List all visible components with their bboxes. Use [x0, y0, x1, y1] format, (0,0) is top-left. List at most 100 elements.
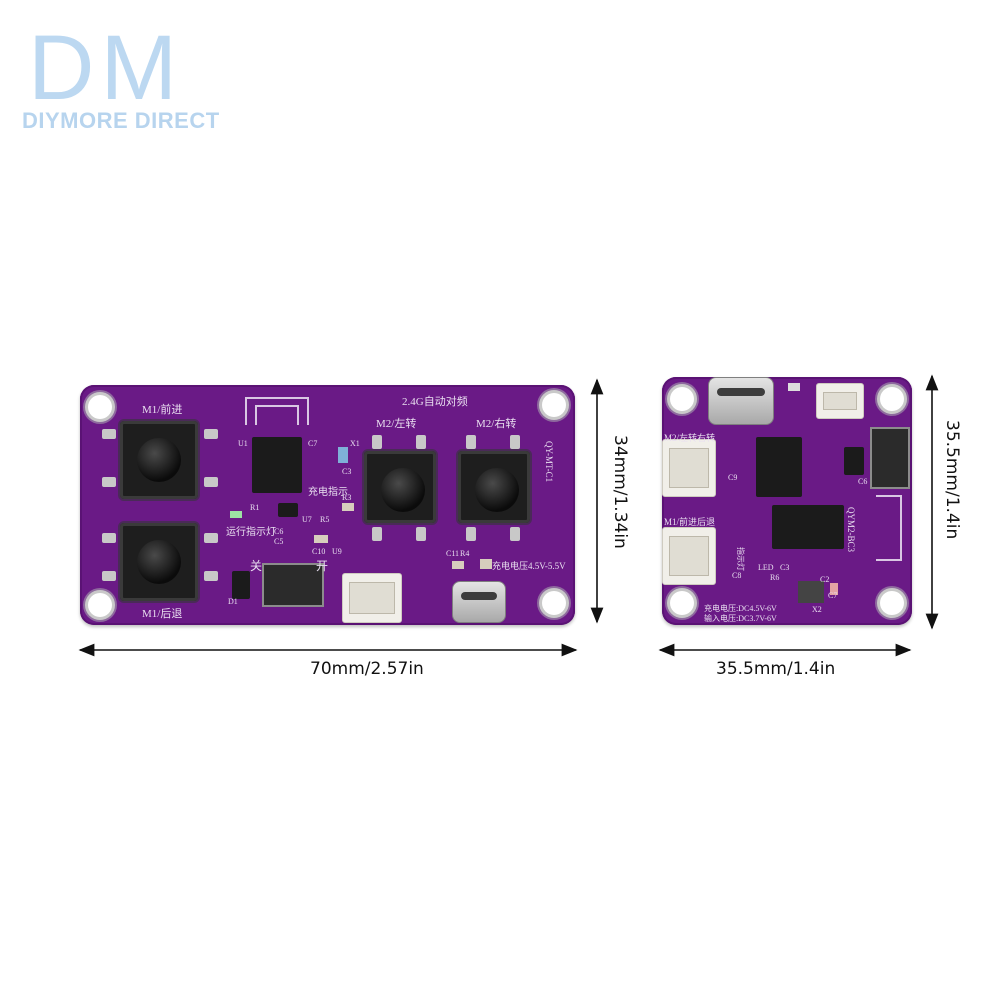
mount-hole [880, 591, 904, 615]
m1-forward-button [120, 421, 198, 499]
smd-component [342, 503, 354, 511]
m2-left-button [364, 451, 436, 523]
right-height-label: 35.5mm/1.4in [942, 420, 962, 540]
silk-c8: C8 [732, 571, 742, 580]
silk-led: LED [758, 563, 774, 572]
button-pin [102, 533, 116, 543]
smd-component [452, 561, 464, 569]
button-pin [204, 533, 218, 543]
button-pin [102, 571, 116, 581]
smd-component [830, 583, 838, 595]
silk-m2-turn: M2/左转右转 [664, 433, 716, 443]
small-chip [844, 447, 864, 475]
silk-r4: R4 [460, 549, 470, 558]
button-pin [372, 435, 382, 449]
silk-c3: C3 [342, 467, 352, 476]
silk-off: 关 [250, 559, 263, 573]
button-pin [510, 527, 520, 541]
usb-c-port [452, 581, 506, 623]
silk-input-voltage: 输入电压:DC3.7V-6V [704, 614, 777, 623]
mcu-chip [756, 437, 802, 497]
mount-hole [670, 591, 694, 615]
button-pin [204, 477, 218, 487]
m1-motor-connector [662, 527, 716, 585]
silk-model: QYM2-BC3 [846, 507, 856, 553]
button-pin [416, 435, 426, 449]
button-pin [204, 571, 218, 581]
silk-c10: C10 [312, 547, 326, 556]
silk-r3: R3 [342, 493, 352, 502]
silk-model: QY-MT-C1 [544, 441, 554, 483]
silk-u1: U1 [238, 439, 248, 448]
crystal-x1 [338, 447, 348, 463]
brand-logo-text: DIYMORE DIRECT [22, 108, 220, 133]
mount-hole [880, 387, 904, 411]
silk-charge-voltage: 充电电压:DC4.5V-6V [704, 604, 777, 613]
silk-pairing: 2.4G自动对频 [402, 396, 468, 408]
silk-m1-back: M1/后退 [142, 608, 183, 620]
silk-run-indicator: 运行指示灯 [226, 527, 276, 538]
silk-c5: C5 [274, 537, 284, 546]
silk-c7: C7 [828, 591, 838, 600]
u1-chip [252, 437, 302, 493]
power-slide-switch [870, 427, 910, 489]
silk-c9: C9 [728, 473, 738, 482]
silk-m1-move: M1/前进后退 [664, 517, 716, 527]
d1-chip [232, 571, 250, 599]
button-pin [102, 429, 116, 439]
smd-component [314, 535, 328, 543]
m1-back-button [120, 523, 198, 601]
silk-c7: C7 [308, 439, 318, 448]
left-height-label: 34mm/1.34in [610, 435, 630, 549]
silk-r6: R6 [770, 573, 780, 582]
silk-c2: C2 [820, 575, 830, 584]
small-connector [816, 383, 864, 419]
m2-right-button [458, 451, 530, 523]
mount-hole [88, 395, 112, 419]
left-width-label: 70mm/2.57in [310, 659, 424, 679]
button-pin [204, 429, 218, 439]
silk-m1-forward: M1/前进 [142, 404, 183, 416]
pcb-antenna [245, 397, 309, 425]
m2-motor-connector [662, 439, 716, 497]
silk-indicator: 指示灯 [736, 547, 745, 571]
mount-hole [88, 593, 112, 617]
button-pin [102, 477, 116, 487]
silk-r5: R5 [320, 515, 330, 524]
smd-component [480, 559, 492, 569]
silk-on: 开 [316, 559, 329, 573]
silk-u7: U7 [302, 515, 312, 524]
right-pcb-board: M2/左转右转 M1/前进后退 充电电压:DC4.5V-6V 输入电压:DC3.… [662, 377, 912, 625]
led [788, 383, 800, 391]
brand-logo-dm: DM [28, 17, 184, 119]
silk-c6: C6 [858, 477, 868, 486]
run-led [230, 511, 242, 518]
crystal-x2 [798, 581, 824, 603]
button-pin [416, 527, 426, 541]
silk-m2-right: M2/右转 [476, 418, 517, 430]
pcb-antenna [255, 405, 299, 425]
silk-c3: C3 [780, 563, 790, 572]
right-width-label: 35.5mm/1.4in [716, 659, 836, 679]
button-pin [510, 435, 520, 449]
button-pin [466, 435, 476, 449]
button-pin [466, 527, 476, 541]
left-pcb-board: M1/前进 M1/后退 M2/左转 M2/右转 2.4G自动对频 充电指示 运行… [80, 385, 575, 625]
battery-connector [342, 573, 402, 623]
silk-r1: R1 [250, 503, 260, 512]
u7-chip [278, 503, 298, 517]
mount-hole [542, 393, 566, 417]
silk-charge-voltage: 充电电压4.5V-5.5V [492, 561, 566, 571]
usb-c-port [708, 377, 774, 425]
silk-charge-indicator: 充电指示 [308, 487, 348, 498]
button-pin [372, 527, 382, 541]
power-slide-switch [262, 563, 324, 607]
silk-c11: C11 [446, 549, 460, 558]
pcb-antenna [876, 495, 902, 561]
silk-u9: U9 [332, 547, 342, 556]
silk-d1: D1 [228, 597, 238, 606]
silk-c6: C6 [274, 527, 284, 536]
mount-hole [670, 387, 694, 411]
silk-x2: X2 [812, 605, 822, 614]
